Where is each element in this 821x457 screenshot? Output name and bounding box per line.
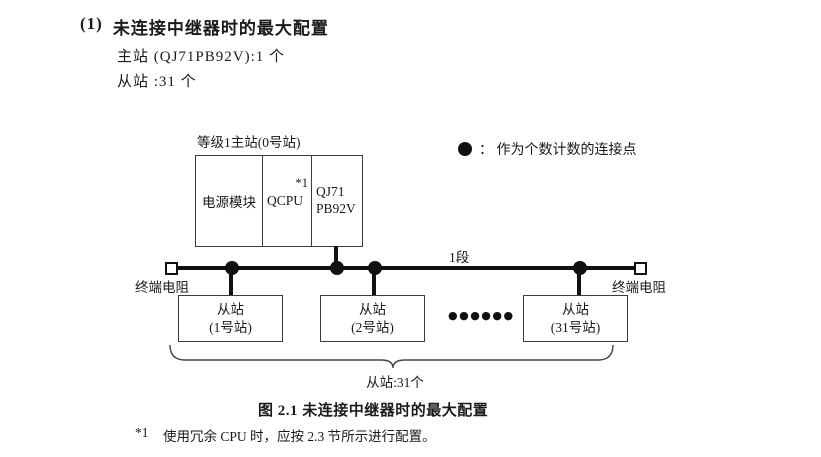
slave31-label-line1: 从站 xyxy=(562,301,589,317)
terminator-square-right-icon xyxy=(634,262,647,275)
bus-line xyxy=(176,266,636,270)
master-group-label: 等级1主站(0号站) xyxy=(197,135,301,150)
heading-title: 未连接中继器时的最大配置 xyxy=(112,19,329,38)
legend: ： 作为个数计数的连接点 xyxy=(458,139,637,159)
master-count-line: 主站 (QJ71PB92V):1 个 xyxy=(117,49,286,65)
connection-point-dot-icon xyxy=(225,261,239,275)
connection-point-dot-icon xyxy=(458,142,472,156)
section-heading: (1) 未连接中继器时的最大配置 xyxy=(80,14,329,39)
segment-label: 1段 xyxy=(449,250,470,265)
connection-point-dot-icon xyxy=(573,261,587,275)
brace-under-slaves xyxy=(169,344,614,369)
footnote-marker: *1 xyxy=(135,425,149,440)
ellipsis-dots: ●●●●●● xyxy=(448,309,515,322)
connection-point-dot-icon xyxy=(368,261,382,275)
pb92v-cell: QJ71 PB92V xyxy=(311,156,362,246)
slave-station-box-2: 从站 (2号站) xyxy=(320,295,425,342)
drop-line-master xyxy=(334,246,338,268)
drop-line-slave31 xyxy=(577,269,581,295)
qcpu-label: QCPU xyxy=(267,193,304,208)
qcpu-cell: *1 QCPU xyxy=(262,156,311,246)
master-station-box: 电源模块 *1 QCPU QJ71 PB92V xyxy=(195,155,363,247)
slave-station-box-1: 从站 (1号站) xyxy=(178,295,283,342)
slave31-label-line2: (31号站) xyxy=(550,319,601,335)
legend-text: ： 作为个数计数的连接点 xyxy=(479,143,637,158)
slave2-label-line2: (2号站) xyxy=(351,319,394,335)
figure-caption: 图 2.1 未连接中继器时的最大配置 xyxy=(258,403,489,419)
drop-line-slave2 xyxy=(372,269,376,295)
slave1-label-line2: (1号站) xyxy=(209,319,252,335)
slave2-label-line1: 从站 xyxy=(359,301,386,317)
power-module-label: 电源模块 xyxy=(202,195,256,210)
terminator-label-right: 终端电阻 xyxy=(612,280,666,295)
slave-station-box-31: 从站 (31号站) xyxy=(523,295,628,342)
slave1-label-line1: 从站 xyxy=(217,301,244,317)
pb92v-label-line2: PB92V xyxy=(316,201,356,216)
brace-label: 从站:31个 xyxy=(366,375,424,390)
cpu-footnote-marker: *1 xyxy=(295,176,309,190)
terminator-label-left: 终端电阻 xyxy=(135,280,189,295)
slave-count-line: 从站 :31 个 xyxy=(117,74,197,90)
drop-line-slave1 xyxy=(229,269,233,295)
power-module-cell: 电源模块 xyxy=(196,156,262,246)
terminator-square-left-icon xyxy=(165,262,178,275)
connection-point-dot-icon xyxy=(330,261,344,275)
footnote-text: 使用冗余 CPU 时，应按 2.3 节所示进行配置。 xyxy=(163,429,436,444)
pb92v-label-line1: QJ71 xyxy=(316,184,345,200)
heading-number: (1) xyxy=(80,14,103,33)
